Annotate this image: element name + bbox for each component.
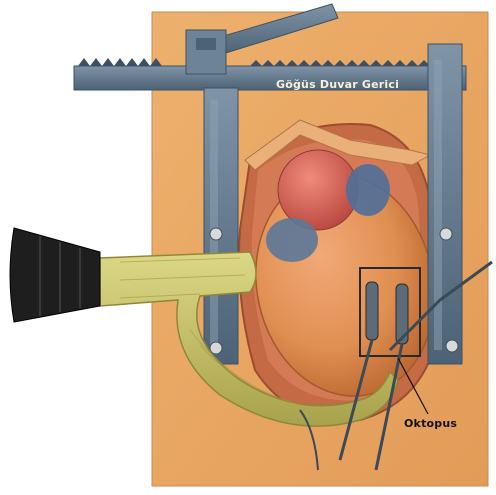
retractor-right-arm — [428, 44, 462, 364]
vessel — [346, 164, 390, 216]
ratchet-bar — [74, 66, 466, 90]
octopus-pad-left — [366, 282, 378, 340]
suction-handle — [10, 228, 100, 322]
retractor-label: Göğüs Duvar Gerici — [276, 78, 399, 91]
retractor-left-arm — [204, 88, 238, 364]
octopus-label: Oktopus — [404, 417, 457, 430]
crank-block — [186, 30, 226, 74]
vessel — [266, 218, 318, 262]
